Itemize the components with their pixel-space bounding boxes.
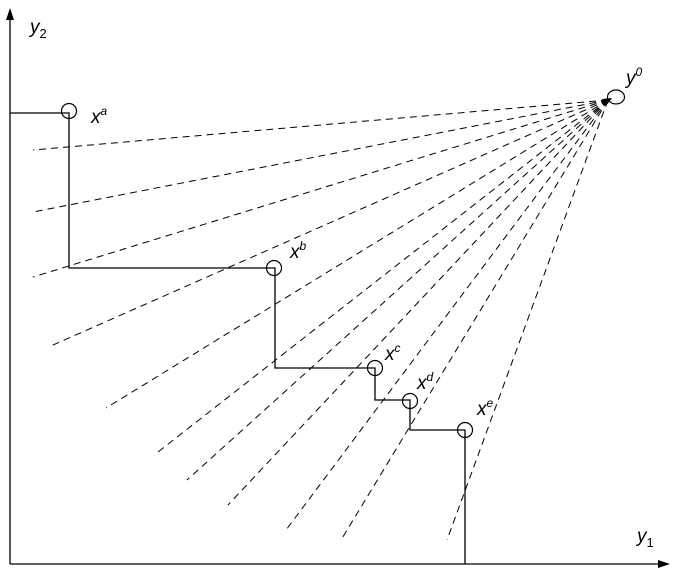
ray (52, 99, 609, 346)
ray (340, 99, 609, 541)
ray (105, 99, 609, 409)
ray (32, 99, 609, 213)
point-marker-b (265, 259, 283, 277)
y-axis-arrowhead (6, 8, 14, 20)
ray (227, 99, 609, 506)
frontier-points (60, 89, 626, 439)
point-marker-e (456, 421, 474, 439)
point-label-a: xa (90, 104, 108, 128)
point-label-b: xb (289, 239, 307, 263)
ray (285, 99, 609, 531)
point-marker-d (401, 392, 419, 410)
axes (6, 8, 670, 568)
ray (32, 99, 609, 278)
y-axis-label: y2 (28, 17, 47, 41)
point-label-e: xe (476, 396, 494, 420)
ray (32, 99, 609, 151)
ray (446, 99, 609, 541)
point-marker-c (366, 359, 384, 377)
ray-origin-arrowhead (602, 98, 612, 106)
reference-point-marker (606, 89, 626, 105)
x-axis-arrowhead (658, 560, 670, 568)
ray (186, 99, 609, 481)
frontier-staircase (10, 112, 466, 564)
reference-point-label: y0 (624, 65, 643, 89)
rays (32, 99, 609, 541)
ray (157, 99, 609, 453)
point-label-c: xc (384, 341, 401, 365)
x-axis-label: y1 (635, 526, 654, 550)
point-marker-a (60, 102, 78, 120)
point-label-d: xd (416, 370, 434, 394)
